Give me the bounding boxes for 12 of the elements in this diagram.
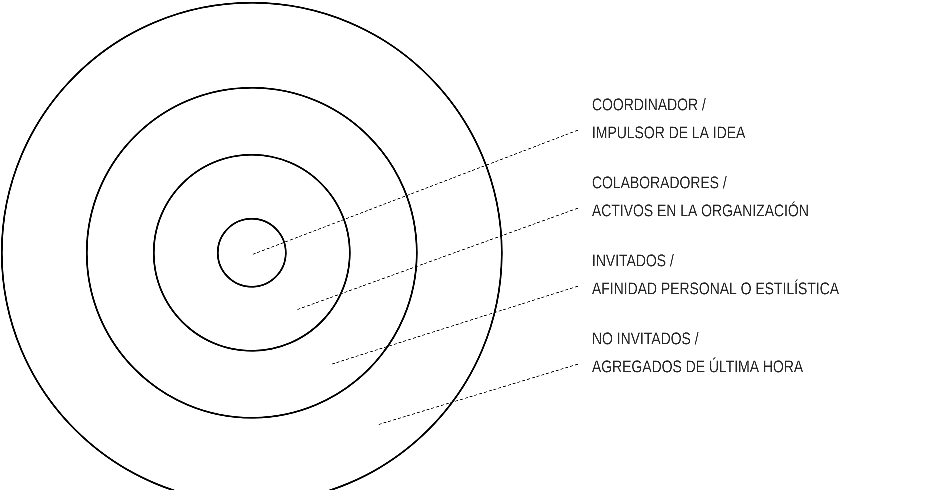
role-label: NO INVITADOS / AGREGADOS DE ÚLTIMA HORA [592,332,804,373]
role-label: COLABORADORES / ACTIVOS EN LA ORGANIZACIÓN [592,176,808,217]
ring [153,154,351,352]
ring [86,87,418,419]
leader-line [330,286,578,366]
ring [1,2,503,490]
ring [217,218,287,288]
leader-line [378,364,578,426]
leader-line [296,208,578,310]
role-label: COORDINADOR / IMPULSOR DE LA IDEA [592,98,746,139]
leader-line [252,130,578,256]
role-label: INVITADOS / AFINIDAD PERSONAL O ESTILÍSTICA [592,254,840,295]
